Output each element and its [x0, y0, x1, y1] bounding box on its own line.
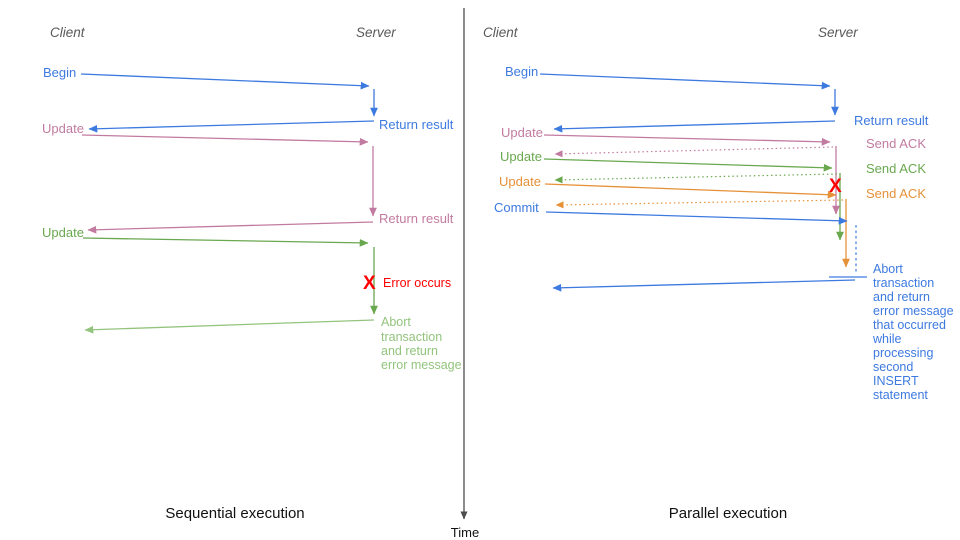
right-abort-line-8: second — [873, 360, 913, 374]
right-abort-line-7: processing — [873, 346, 933, 360]
right-commit-label: Commit — [494, 200, 539, 215]
right-update-2-label: Update — [500, 149, 542, 164]
left-abort-line-1: Abort — [381, 315, 411, 329]
left-update-2-label: Update — [42, 225, 84, 240]
right-return-result-label: Return result — [854, 113, 929, 128]
left-update-1-label: Update — [42, 121, 84, 136]
right-error-x-icon: X — [829, 176, 842, 197]
right-abort-line-4: error message — [873, 304, 954, 318]
right-abort-line-6: while — [872, 332, 902, 346]
right-update-1-label: Update — [501, 125, 543, 140]
right-abort-return-arrow — [552, 279, 856, 292]
left-client-header: Client — [50, 25, 86, 40]
left-abort-return-arrow — [84, 319, 375, 334]
left-return-result-2-label: Return result — [379, 211, 454, 226]
right-commit-arrow — [545, 211, 848, 225]
time-axis-label: Time — [451, 525, 479, 540]
right-abort-line-1: Abort — [873, 262, 903, 276]
left-error-x-icon: X — [363, 273, 376, 294]
left-return-result-1-label: Return result — [379, 117, 454, 132]
left-update-2-arrow — [82, 237, 369, 247]
left-return-result-2-arrow — [87, 221, 374, 234]
right-caption: Parallel execution — [669, 505, 787, 522]
right-abort-line-5: that occurred — [873, 318, 946, 332]
right-abort-line-10: statement — [873, 388, 928, 402]
left-server-header: Server — [356, 25, 396, 40]
right-begin-arrow — [539, 73, 831, 90]
right-send-ack-2-arrow — [554, 173, 838, 184]
right-send-ack-1-label: Send ACK — [866, 136, 926, 151]
left-abort-line-4: error message — [381, 358, 462, 372]
left-begin-arrow — [80, 73, 370, 90]
right-abort-line-9: INSERT — [873, 374, 919, 388]
left-abort-line-2: transaction — [381, 330, 442, 344]
left-abort-line-3: and return — [381, 344, 438, 358]
right-update-3-arrow — [544, 183, 837, 199]
right-update-1-arrow — [543, 134, 831, 146]
right-abort-line-2: transaction — [873, 276, 934, 290]
right-client-header: Client — [483, 25, 519, 40]
left-error-label: Error occurs — [383, 276, 451, 290]
right-update-2-arrow — [543, 158, 833, 172]
right-send-ack-3-label: Send ACK — [866, 186, 926, 201]
right-return-result-arrow — [553, 120, 836, 133]
right-begin-label: Begin — [505, 64, 538, 79]
left-begin-label: Begin — [43, 65, 76, 80]
right-send-ack-2-label: Send ACK — [866, 161, 926, 176]
left-return-result-1-arrow — [88, 120, 375, 133]
left-caption: Sequential execution — [165, 505, 304, 522]
right-send-ack-3-arrow — [555, 199, 844, 209]
right-abort-line-3: and return — [873, 290, 930, 304]
right-server-header: Server — [818, 25, 858, 40]
left-update-1-arrow — [81, 134, 369, 146]
right-send-ack-1-arrow — [554, 146, 834, 158]
right-update-3-label: Update — [499, 174, 541, 189]
